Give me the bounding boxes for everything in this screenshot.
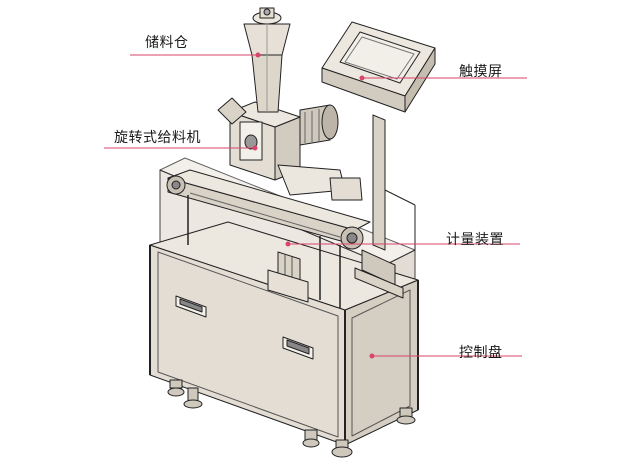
touchscreen-display[interactable] xyxy=(339,31,421,84)
leader-feeder xyxy=(104,145,258,151)
rotary-feeder xyxy=(217,97,363,201)
leader-control-panel xyxy=(369,353,522,359)
caster-wheels xyxy=(167,379,416,458)
label-rotary-feeder: 旋转式给料机 xyxy=(114,130,201,146)
label-metering-device: 计量装置 xyxy=(446,232,504,248)
cabinet-handle-left xyxy=(175,295,207,318)
cabinet-handle-right xyxy=(282,336,314,360)
leader-hopper xyxy=(130,52,261,58)
leader-lines xyxy=(104,52,527,359)
leader-metering xyxy=(285,241,520,247)
metering-device xyxy=(267,251,309,303)
storage-hopper xyxy=(243,7,291,113)
leader-touchscreen xyxy=(359,75,527,81)
label-hopper: 储料仓 xyxy=(145,35,189,51)
label-control-panel: 控制盘 xyxy=(459,345,503,361)
conveyor-belt xyxy=(166,169,371,308)
label-touchscreen: 触摸屏 xyxy=(459,64,503,80)
